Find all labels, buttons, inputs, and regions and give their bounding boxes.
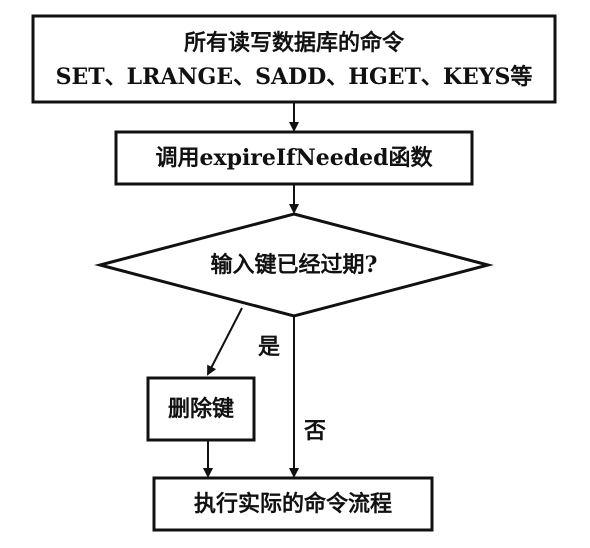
delete-key-box: 删除键 bbox=[146, 376, 256, 442]
delete-key-box-frame bbox=[146, 376, 256, 442]
call-expire-box: 调用expireIfNeeded函数 bbox=[114, 130, 474, 186]
commands-box: 所有读写数据库的命令 SET、LRANGE、SADD、HGET、KEYS等 bbox=[31, 14, 557, 104]
yes-label: 是 bbox=[258, 334, 280, 360]
expired-decision: 输入键已经过期? bbox=[94, 212, 494, 318]
call-expire-box-frame bbox=[114, 130, 474, 186]
execute-box-label: 执行实际的命令流程 bbox=[194, 491, 392, 517]
call-expire-box-label: 调用expireIfNeeded函数 bbox=[155, 145, 433, 171]
expired-decision-label: 输入键已经过期? bbox=[211, 252, 378, 278]
no-label: 否 bbox=[303, 418, 326, 444]
commands-box-examples: SET、LRANGE、SADD、HGET、KEYS等 bbox=[56, 64, 533, 90]
delete-key-box-label: 删除键 bbox=[168, 396, 234, 422]
commands-box-frame bbox=[31, 14, 557, 104]
execute-box-frame bbox=[152, 476, 434, 532]
edge-decision-to-delete bbox=[207, 307, 243, 376]
execute-box: 执行实际的命令流程 bbox=[152, 476, 434, 532]
commands-box-title: 所有读写数据库的命令 bbox=[184, 30, 405, 56]
